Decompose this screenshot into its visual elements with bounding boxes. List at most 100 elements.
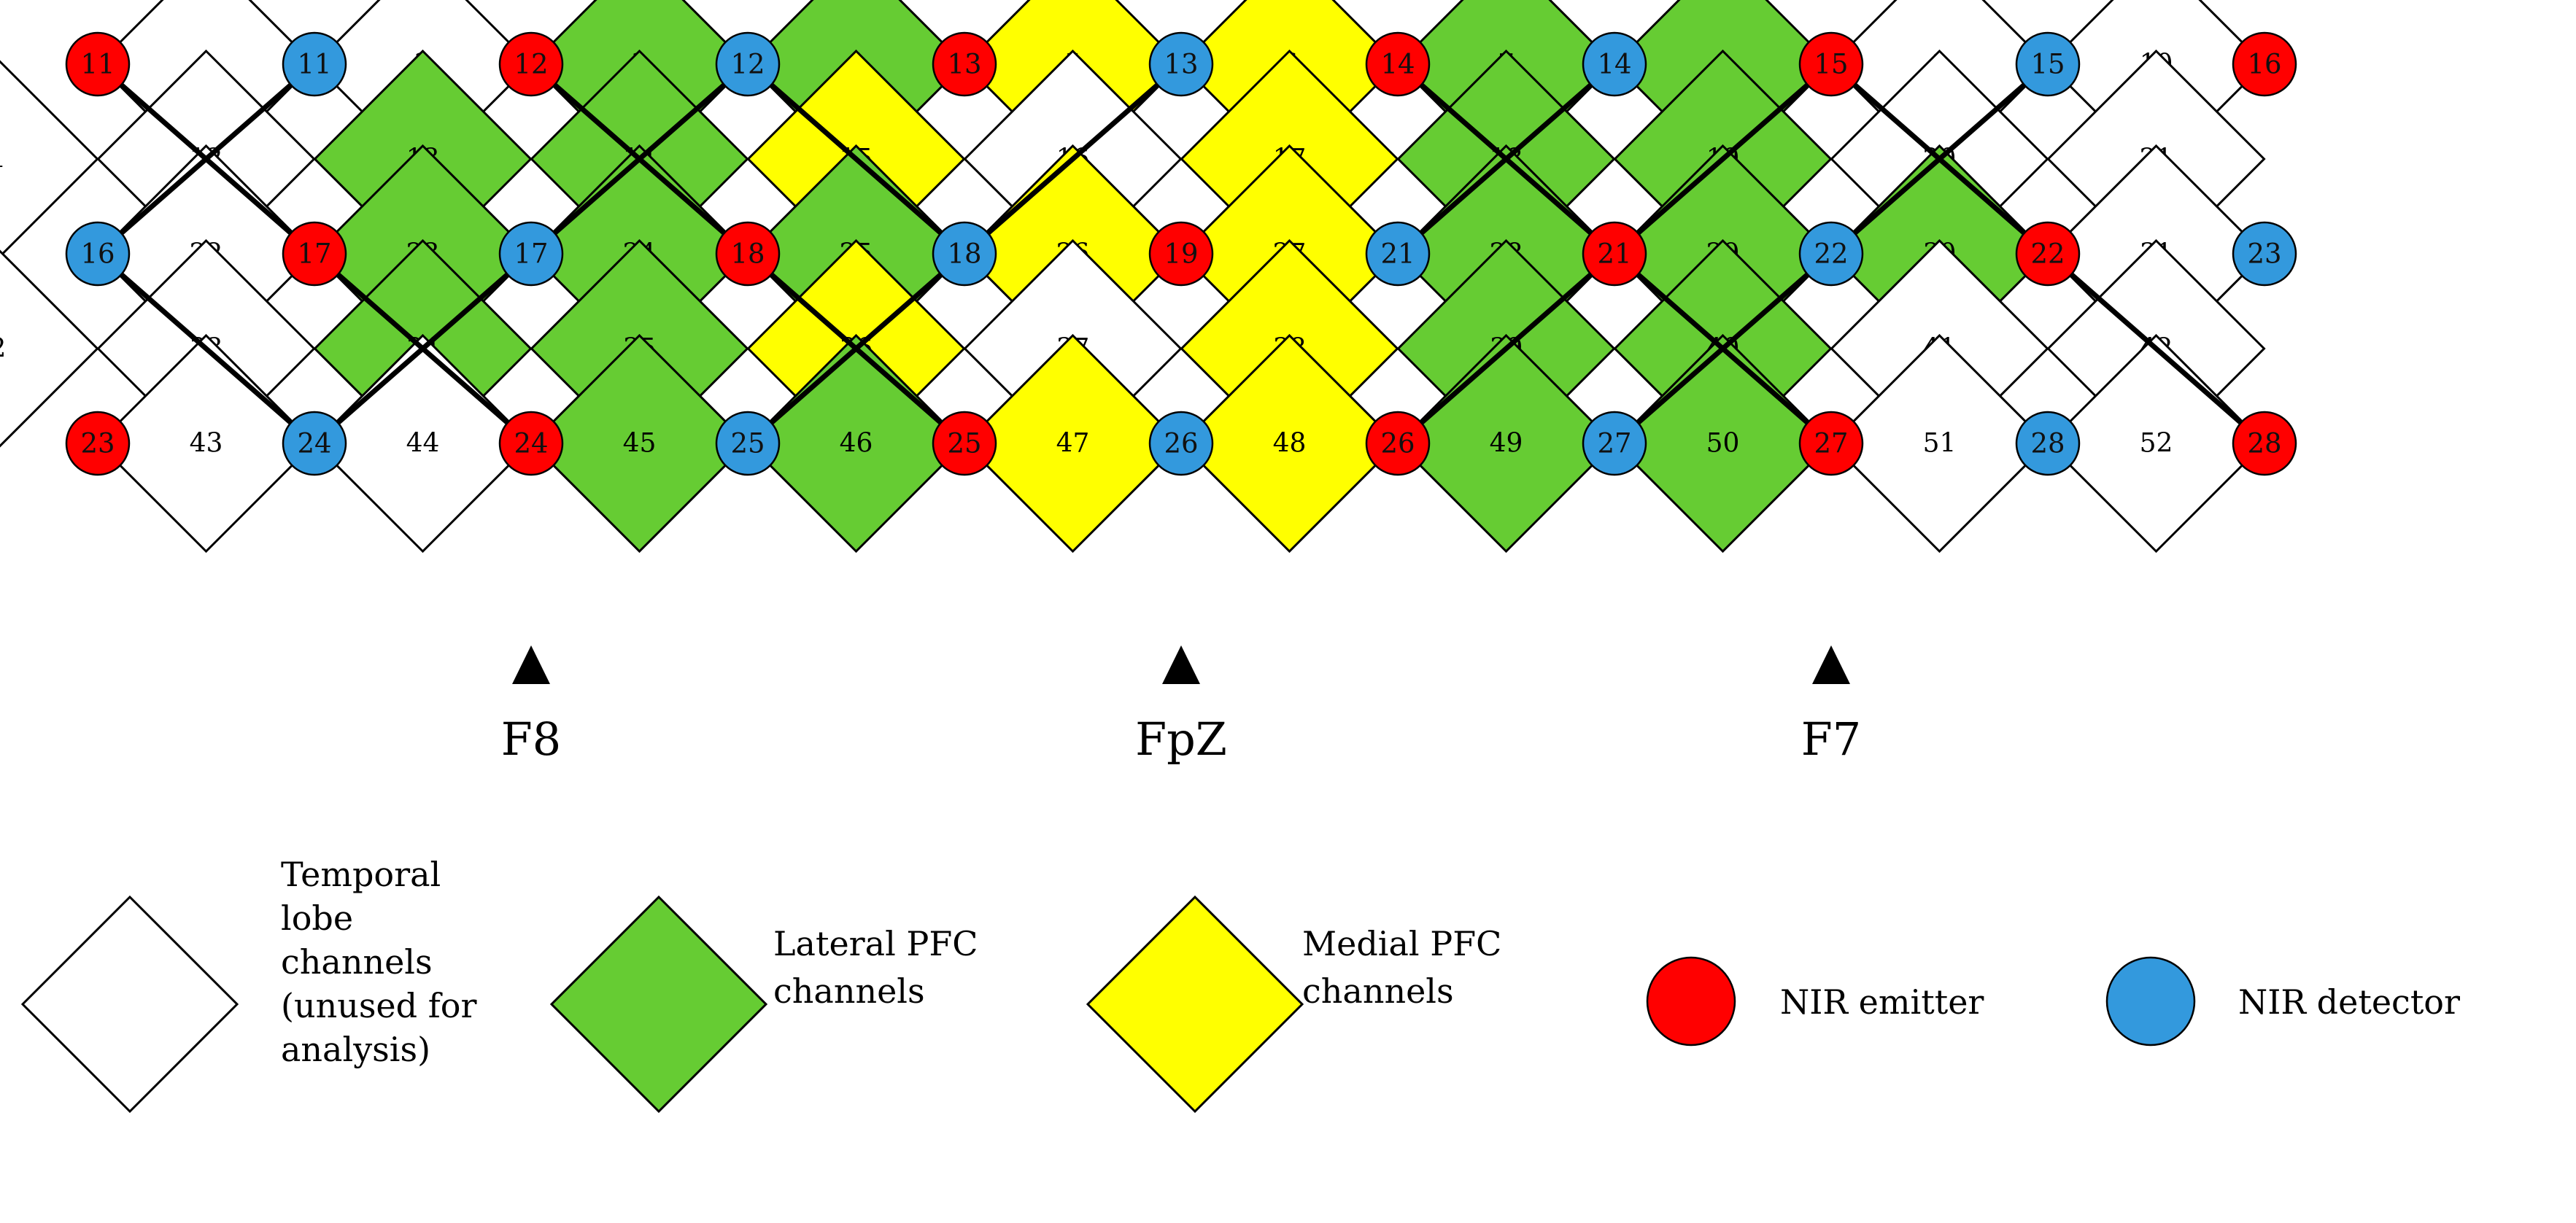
legend-lateral-line-2: channels [773, 971, 925, 1011]
emitter-15 [1798, 31, 1864, 97]
emitter-13 [932, 31, 997, 97]
emitter-22 [2015, 221, 2081, 287]
emitter-24 [498, 411, 564, 476]
detector-27-label: 27 [1597, 428, 1631, 459]
legend-temporal-line-1: Temporal [281, 855, 441, 894]
detector-17 [498, 221, 564, 287]
detector-23 [2232, 221, 2297, 287]
detector-14-label: 14 [1597, 49, 1631, 80]
emitter-22-label: 22 [2030, 238, 2065, 270]
legend-medial-label: Medial PFC channels [1302, 924, 1512, 1011]
channel-51-label: 51 [1923, 429, 1957, 459]
channel-11-temporal [0, 60, 99, 258]
emitter-13-label: 13 [947, 49, 981, 80]
detector-28 [2015, 411, 2081, 476]
detector-11 [282, 31, 347, 97]
detector-15 [2015, 31, 2081, 97]
emitter-21 [1582, 221, 1647, 287]
emitter-17 [282, 221, 347, 287]
path-line [745, 61, 967, 257]
emitter-25-label: 25 [947, 428, 981, 459]
channel-45-lateral [530, 333, 749, 554]
legend-emitter-label: NIR emitter [1780, 982, 1984, 1022]
channel-50-lateral [1613, 333, 1833, 554]
channel-11-label: 11 [0, 144, 6, 174]
landmark-f7-label: F7 [1801, 713, 1861, 766]
legend-detector-label: NIR detector [2238, 982, 2460, 1022]
channel-48-label: 48 [1273, 429, 1307, 459]
detector-23-label: 23 [2247, 238, 2281, 270]
emitter-11 [65, 31, 131, 97]
detector-26 [1148, 411, 1214, 476]
emitter-24-label: 24 [514, 428, 548, 459]
detector-18-label: 18 [947, 238, 981, 270]
path-line [95, 61, 317, 257]
emitter-27-label: 27 [1814, 428, 1848, 459]
detector-21-label: 21 [1380, 238, 1415, 270]
emitter-15-label: 15 [1814, 49, 1848, 80]
emitter-23 [65, 411, 131, 476]
detector-13-label: 13 [1164, 49, 1198, 80]
channel-46-lateral [746, 333, 966, 554]
legend: Temporal lobe channels (unused for analy… [20, 855, 2460, 1114]
channel-43-label: 43 [190, 429, 223, 459]
channel-49-lateral [1396, 333, 1616, 554]
channel-51-temporal [1830, 333, 2049, 554]
detector-14 [1582, 31, 1647, 97]
legend-medial-line-1: Medial PFC [1302, 924, 1501, 963]
emitter-14-label: 14 [1380, 49, 1415, 80]
channel-47-label: 47 [1056, 429, 1090, 459]
emitter-28-label: 28 [2247, 428, 2281, 459]
detector-15-label: 15 [2030, 49, 2065, 80]
legend-emitter-icon [1646, 956, 1736, 1047]
legend-lateral-label: Lateral PFC channels [773, 924, 989, 1011]
detector-27 [1582, 411, 1647, 476]
legend-item-temporal: Temporal lobe channels (unused for analy… [20, 855, 487, 1114]
detector-26-label: 26 [1164, 428, 1198, 459]
path-line [95, 251, 317, 446]
legend-temporal-line-3: channels [281, 942, 433, 982]
legend-temporal-line-5: analysis) [281, 1030, 430, 1069]
channel-47-medial [963, 333, 1183, 554]
emitter-16-label: 16 [2247, 49, 2281, 80]
channel-43-temporal [96, 333, 316, 554]
legend-temporal-line-2: lobe [281, 898, 353, 938]
emitter-16 [2232, 31, 2297, 97]
emitter-23-label: 23 [80, 428, 115, 459]
detector-25 [715, 411, 781, 476]
emitter-26-label: 26 [1380, 428, 1415, 459]
detector-22 [1798, 221, 1864, 287]
detector-25-label: 25 [730, 428, 765, 459]
emitter-17-label: 17 [297, 238, 331, 270]
channel-48-medial [1180, 333, 1399, 554]
emitter-14 [1365, 31, 1431, 97]
channel-45-label: 45 [623, 429, 657, 459]
path-line [1395, 61, 1617, 257]
landmark-fpz-label: FpZ [1135, 713, 1227, 766]
detector-12 [715, 31, 781, 97]
emitter-21-label: 21 [1597, 238, 1631, 270]
detector-21 [1365, 221, 1431, 287]
legend-item-detector: NIR detector [2105, 956, 2460, 1047]
legend-item-lateral: Lateral PFC channels [549, 895, 989, 1114]
legend-item-emitter: NIR emitter [1646, 956, 1984, 1047]
channel-44-label: 44 [406, 429, 440, 459]
detector-17-label: 17 [514, 238, 548, 270]
channel-52-temporal [2046, 333, 2266, 554]
legend-temporal-swatch [20, 895, 239, 1114]
legend-medial-swatch [1086, 895, 1304, 1114]
channel-32-temporal [0, 249, 99, 448]
detector-16 [65, 221, 131, 287]
emitter-19-label: 19 [1164, 238, 1198, 270]
channel-32-label: 32 [0, 334, 6, 364]
detector-22-label: 22 [1814, 238, 1848, 270]
detector-16-label: 16 [80, 238, 115, 270]
legend-item-medial: Medial PFC channels [1086, 895, 1512, 1114]
channel-46-label: 46 [840, 429, 873, 459]
emitter-18-label: 18 [730, 238, 765, 270]
emitter-26 [1365, 411, 1431, 476]
channel-50-label: 50 [1706, 429, 1740, 459]
emitter-25 [932, 411, 997, 476]
legend-temporal-label: Temporal lobe channels (unused for analy… [281, 855, 487, 1069]
